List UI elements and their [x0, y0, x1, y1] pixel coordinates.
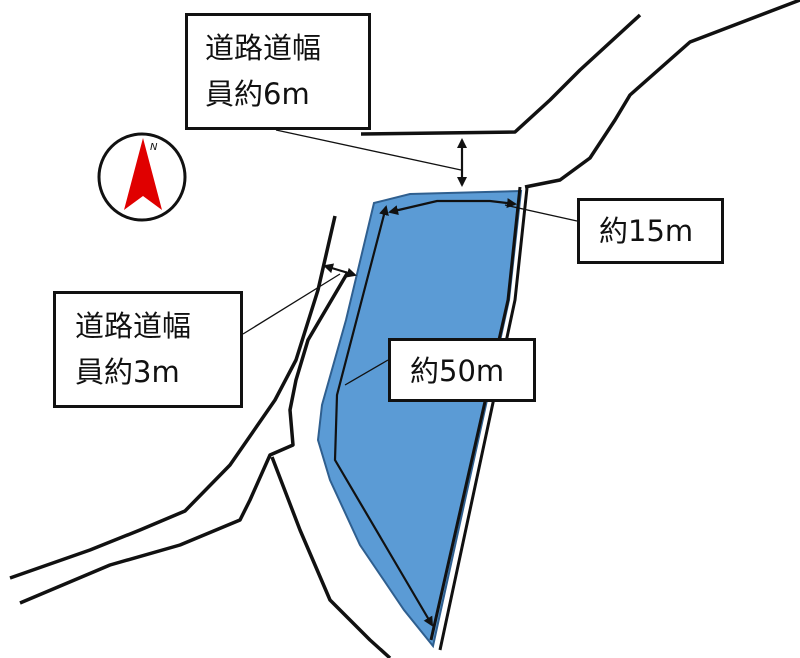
width-15m-label: 約15m: [577, 198, 724, 264]
compass-north-letter: N: [150, 142, 158, 153]
arrow-length-50m: [333, 205, 434, 627]
road-6m-label-line2: 員約6m: [205, 77, 310, 111]
road-6m-label: 道路道幅 員約6m: [185, 13, 371, 130]
length-50m-text: 約50m: [410, 354, 505, 388]
compass: N: [97, 132, 187, 222]
road-6m-label-line1: 道路道幅: [205, 31, 322, 65]
road-3m-label-line1: 道路道幅: [75, 309, 192, 343]
road-3m-label-line2: 員約3m: [75, 355, 180, 389]
road-6m-lines: [360, 0, 800, 189]
road-3m-label: 道路道幅 員約3m: [53, 291, 243, 408]
road-3m-lines: [9, 215, 392, 658]
north-arrow-icon: [124, 138, 162, 210]
width-15m-text: 約15m: [599, 214, 694, 248]
length-50m-label: 約50m: [388, 338, 536, 402]
arrow-road-3m-width: [323, 263, 357, 278]
leader-lines: [242, 129, 578, 386]
measure-arrows: [323, 138, 517, 627]
road-edge-right: [429, 186, 529, 651]
